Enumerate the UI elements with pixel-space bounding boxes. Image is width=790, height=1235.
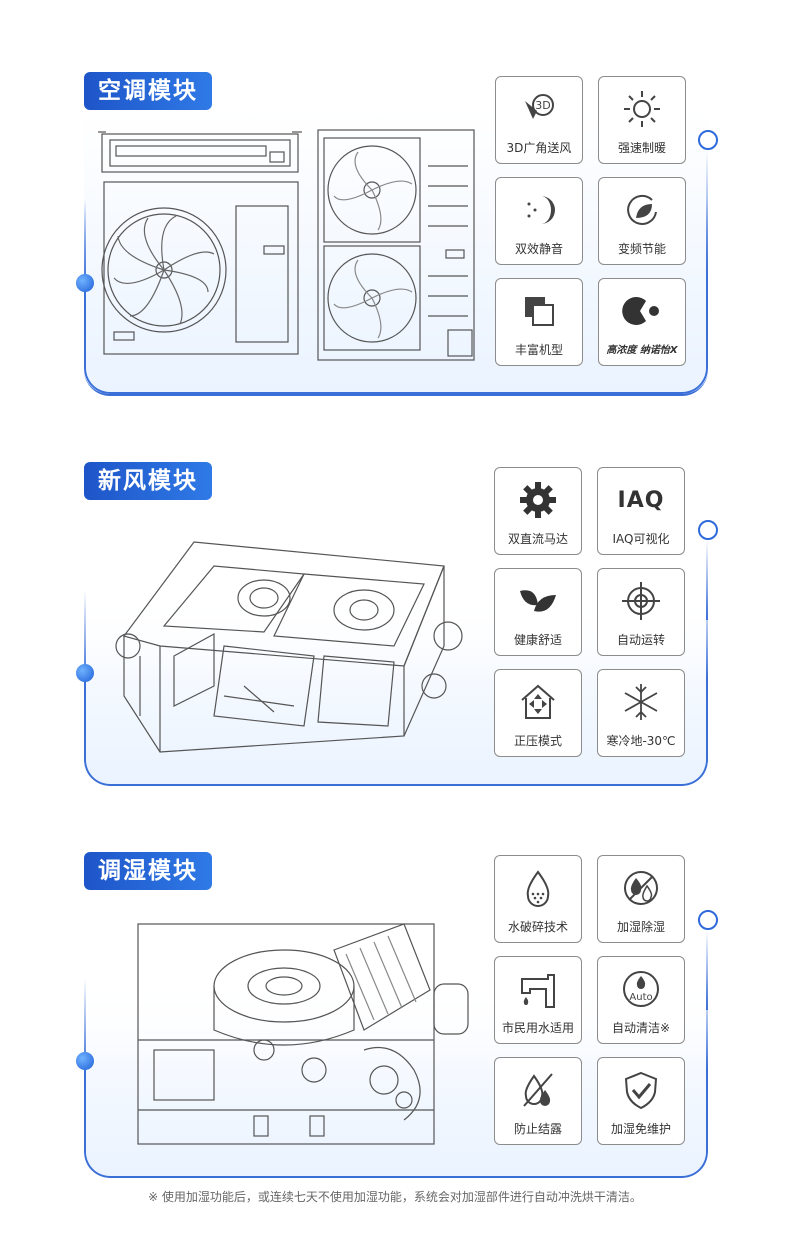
feature-label: 加湿除湿 [616, 920, 665, 934]
decor-ring [698, 130, 718, 150]
sun-icon [599, 87, 685, 131]
section-title: 新风模块 [84, 462, 212, 500]
decor-dot [76, 274, 94, 292]
feature-label: 变频节能 [617, 242, 666, 256]
feature-label: 丰富机型 [514, 343, 563, 357]
no-condensation-icon [495, 1068, 581, 1112]
fresh-air-unit-illustration [115, 541, 463, 753]
feature-label: 正压模式 [513, 734, 562, 748]
feature-card: 水破碎技术 [494, 855, 582, 943]
feature-label: 水破碎技术 [507, 920, 568, 934]
feature-card: 双直流马达 [494, 467, 582, 555]
section-fresh-air: 新风模块 [76, 462, 718, 786]
feature-card: Auto 自动清洁※ [597, 956, 685, 1044]
feature-label: 加湿免维护 [610, 1122, 671, 1136]
feature-card: 加湿除湿 [597, 855, 685, 943]
svg-text:Auto: Auto [629, 992, 652, 1003]
feature-label: 强速制暖 [617, 141, 666, 155]
feature-card: 市民用水适用 [494, 956, 582, 1044]
feature-card: 自动运转 [597, 568, 685, 656]
feature-label: 健康舒适 [513, 633, 562, 647]
house-arrows-icon [495, 680, 581, 724]
feature-label: 双效静音 [514, 242, 563, 256]
moon-stars-icon [496, 188, 582, 232]
feature-label: IAQ可视化 [612, 532, 670, 546]
panel-right-line [706, 930, 708, 1010]
feature-label: 高浓度 纳诺怡X [606, 345, 678, 356]
section-title: 空调模块 [84, 72, 212, 110]
svg-text:3D: 3D [535, 99, 550, 112]
snowflake-icon [598, 680, 684, 724]
iaq-icon: IAQ [598, 478, 684, 522]
drops-cycle-icon [598, 866, 684, 910]
feature-card: 健康舒适 [494, 568, 582, 656]
feature-card: IAQ IAQ可视化 [597, 467, 685, 555]
feature-card: 变频节能 [598, 177, 686, 265]
feature-card: 丰富机型 [495, 278, 583, 366]
feature-label: 寒冷地-30℃ [606, 734, 676, 748]
humidity-unit-illustration [137, 923, 469, 1145]
feature-label: 3D广角送风 [506, 141, 572, 155]
decor-ring [698, 910, 718, 930]
feature-label: 自动运转 [616, 633, 665, 647]
feature-card: 3D 3D广角送风 [495, 76, 583, 164]
water-drop-icon [495, 866, 581, 910]
feature-card: 双效静音 [495, 177, 583, 265]
feature-card: 防止结露 [494, 1057, 582, 1145]
footnote: ※ 使用加湿功能后，或连续七天不使用加湿功能，系统会对加湿部件进行自动冲洗烘干清… [148, 1190, 642, 1204]
3d-wind-icon: 3D [496, 87, 582, 131]
crosshair-icon [598, 579, 684, 623]
feature-label: 市民用水适用 [501, 1021, 574, 1035]
feature-card: 高浓度 纳诺怡X [598, 278, 686, 366]
section-humidity: 调湿模块 水破碎技术 [76, 852, 718, 1178]
feature-card: 寒冷地-30℃ [597, 669, 685, 757]
panel-right-line [706, 540, 708, 620]
feature-card: 正压模式 [494, 669, 582, 757]
gear-icon [495, 478, 581, 522]
auto-clean-icon: Auto [598, 967, 684, 1011]
decor-dot [76, 664, 94, 682]
section-title: 调湿模块 [84, 852, 212, 890]
feature-label: 防止结露 [513, 1122, 562, 1136]
feature-card: 加湿免维护 [597, 1057, 685, 1145]
panel-frame [84, 200, 708, 394]
decor-dot [76, 1052, 94, 1070]
shield-check-icon [598, 1068, 684, 1112]
leaf-cycle-icon [599, 188, 685, 232]
ac-units-illustration [98, 129, 475, 361]
feature-label: 双直流马达 [507, 532, 568, 546]
feature-label: 自动清洁※ [611, 1021, 671, 1035]
section-air-conditioner: 空调模块 [0, 0, 790, 410]
decor-ring [698, 520, 718, 540]
feature-card: 强速制暖 [598, 76, 686, 164]
nanoe-icon [599, 289, 685, 333]
layers-icon [496, 289, 582, 333]
faucet-icon [495, 967, 581, 1011]
leaves-icon [495, 579, 581, 623]
iaq-icon-text: IAQ [617, 487, 665, 513]
